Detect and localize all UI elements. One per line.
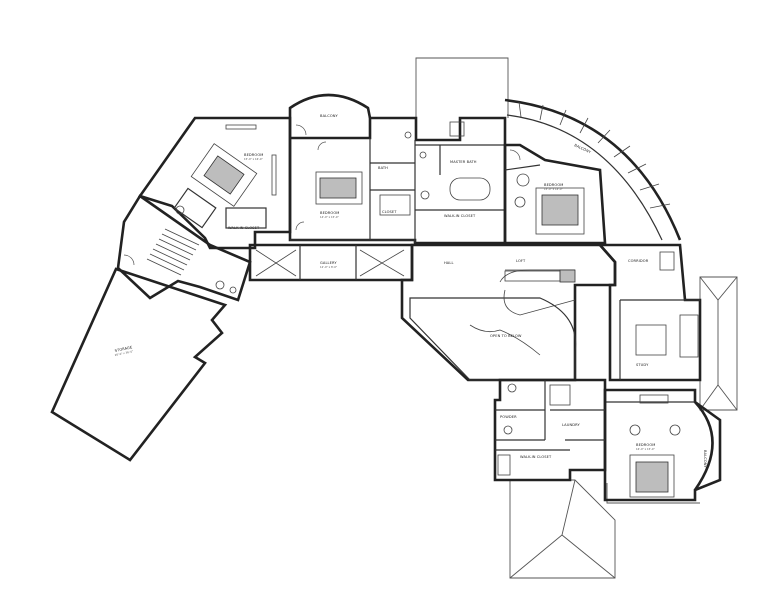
dim-bedroom-3: 15'-0" x 14'-0" — [544, 187, 563, 191]
label-balcony-arc: BALCONY — [574, 143, 593, 154]
label-powder: POWDER — [500, 415, 517, 419]
label-bedroom-4: BEDROOM — [636, 443, 655, 447]
label-closet-1: CLOSET — [382, 210, 397, 214]
right-wing — [597, 243, 722, 502]
label-bedroom-2: BEDROOM — [320, 211, 339, 215]
label-walk-in-3: WALK-IN CLOSET — [520, 455, 552, 459]
label-laundry: LAUNDRY — [562, 423, 580, 427]
label-bath-2: MASTER BATH — [450, 160, 477, 164]
master-suite — [503, 98, 682, 245]
open-to-below — [409, 269, 577, 381]
label-walk-in-2: WALK-IN CLOSET — [444, 214, 476, 218]
gallery-hall — [248, 243, 617, 382]
label-bedroom-1: BEDROOM — [244, 153, 263, 157]
label-open-to-below: OPEN TO BELOW — [490, 334, 522, 338]
dim-garage: 26'-0" x 36'-0" — [114, 349, 133, 357]
label-bath-1: BATH — [378, 166, 388, 170]
dim-bedroom-4: 16'-0" x 15'-0" — [636, 447, 655, 451]
center-left-block — [288, 93, 507, 245]
dim-bedroom-1: 15'-0" x 16'-0" — [244, 157, 263, 161]
label-corridor: CORRIDOR — [628, 259, 649, 263]
label-study: STUDY — [636, 363, 649, 367]
stair — [146, 228, 200, 276]
label-gallery: GALLERY — [320, 261, 337, 265]
label-bedroom-3: BEDROOM — [544, 183, 563, 187]
left-wing — [50, 116, 292, 462]
label-balcony-top: BALCONY — [320, 114, 339, 118]
balcony-rail — [518, 101, 671, 209]
lower-center — [493, 378, 607, 482]
label-hall: HALL — [444, 261, 454, 265]
dim-gallery: 12'-0" x 8'-0" — [320, 265, 337, 269]
label-balcony-right: BALCONY — [703, 450, 707, 469]
room-labels: BEDROOM 15'-0" x 16'-0" BEDROOM 14'-0" x… — [114, 114, 707, 469]
label-walk-in-1: WALK-IN CLOSET — [228, 226, 260, 230]
label-garage: STORAGE — [114, 345, 133, 353]
dim-bedroom-2: 14'-0" x 15'-0" — [320, 215, 339, 219]
label-loft: LOFT — [516, 259, 526, 263]
